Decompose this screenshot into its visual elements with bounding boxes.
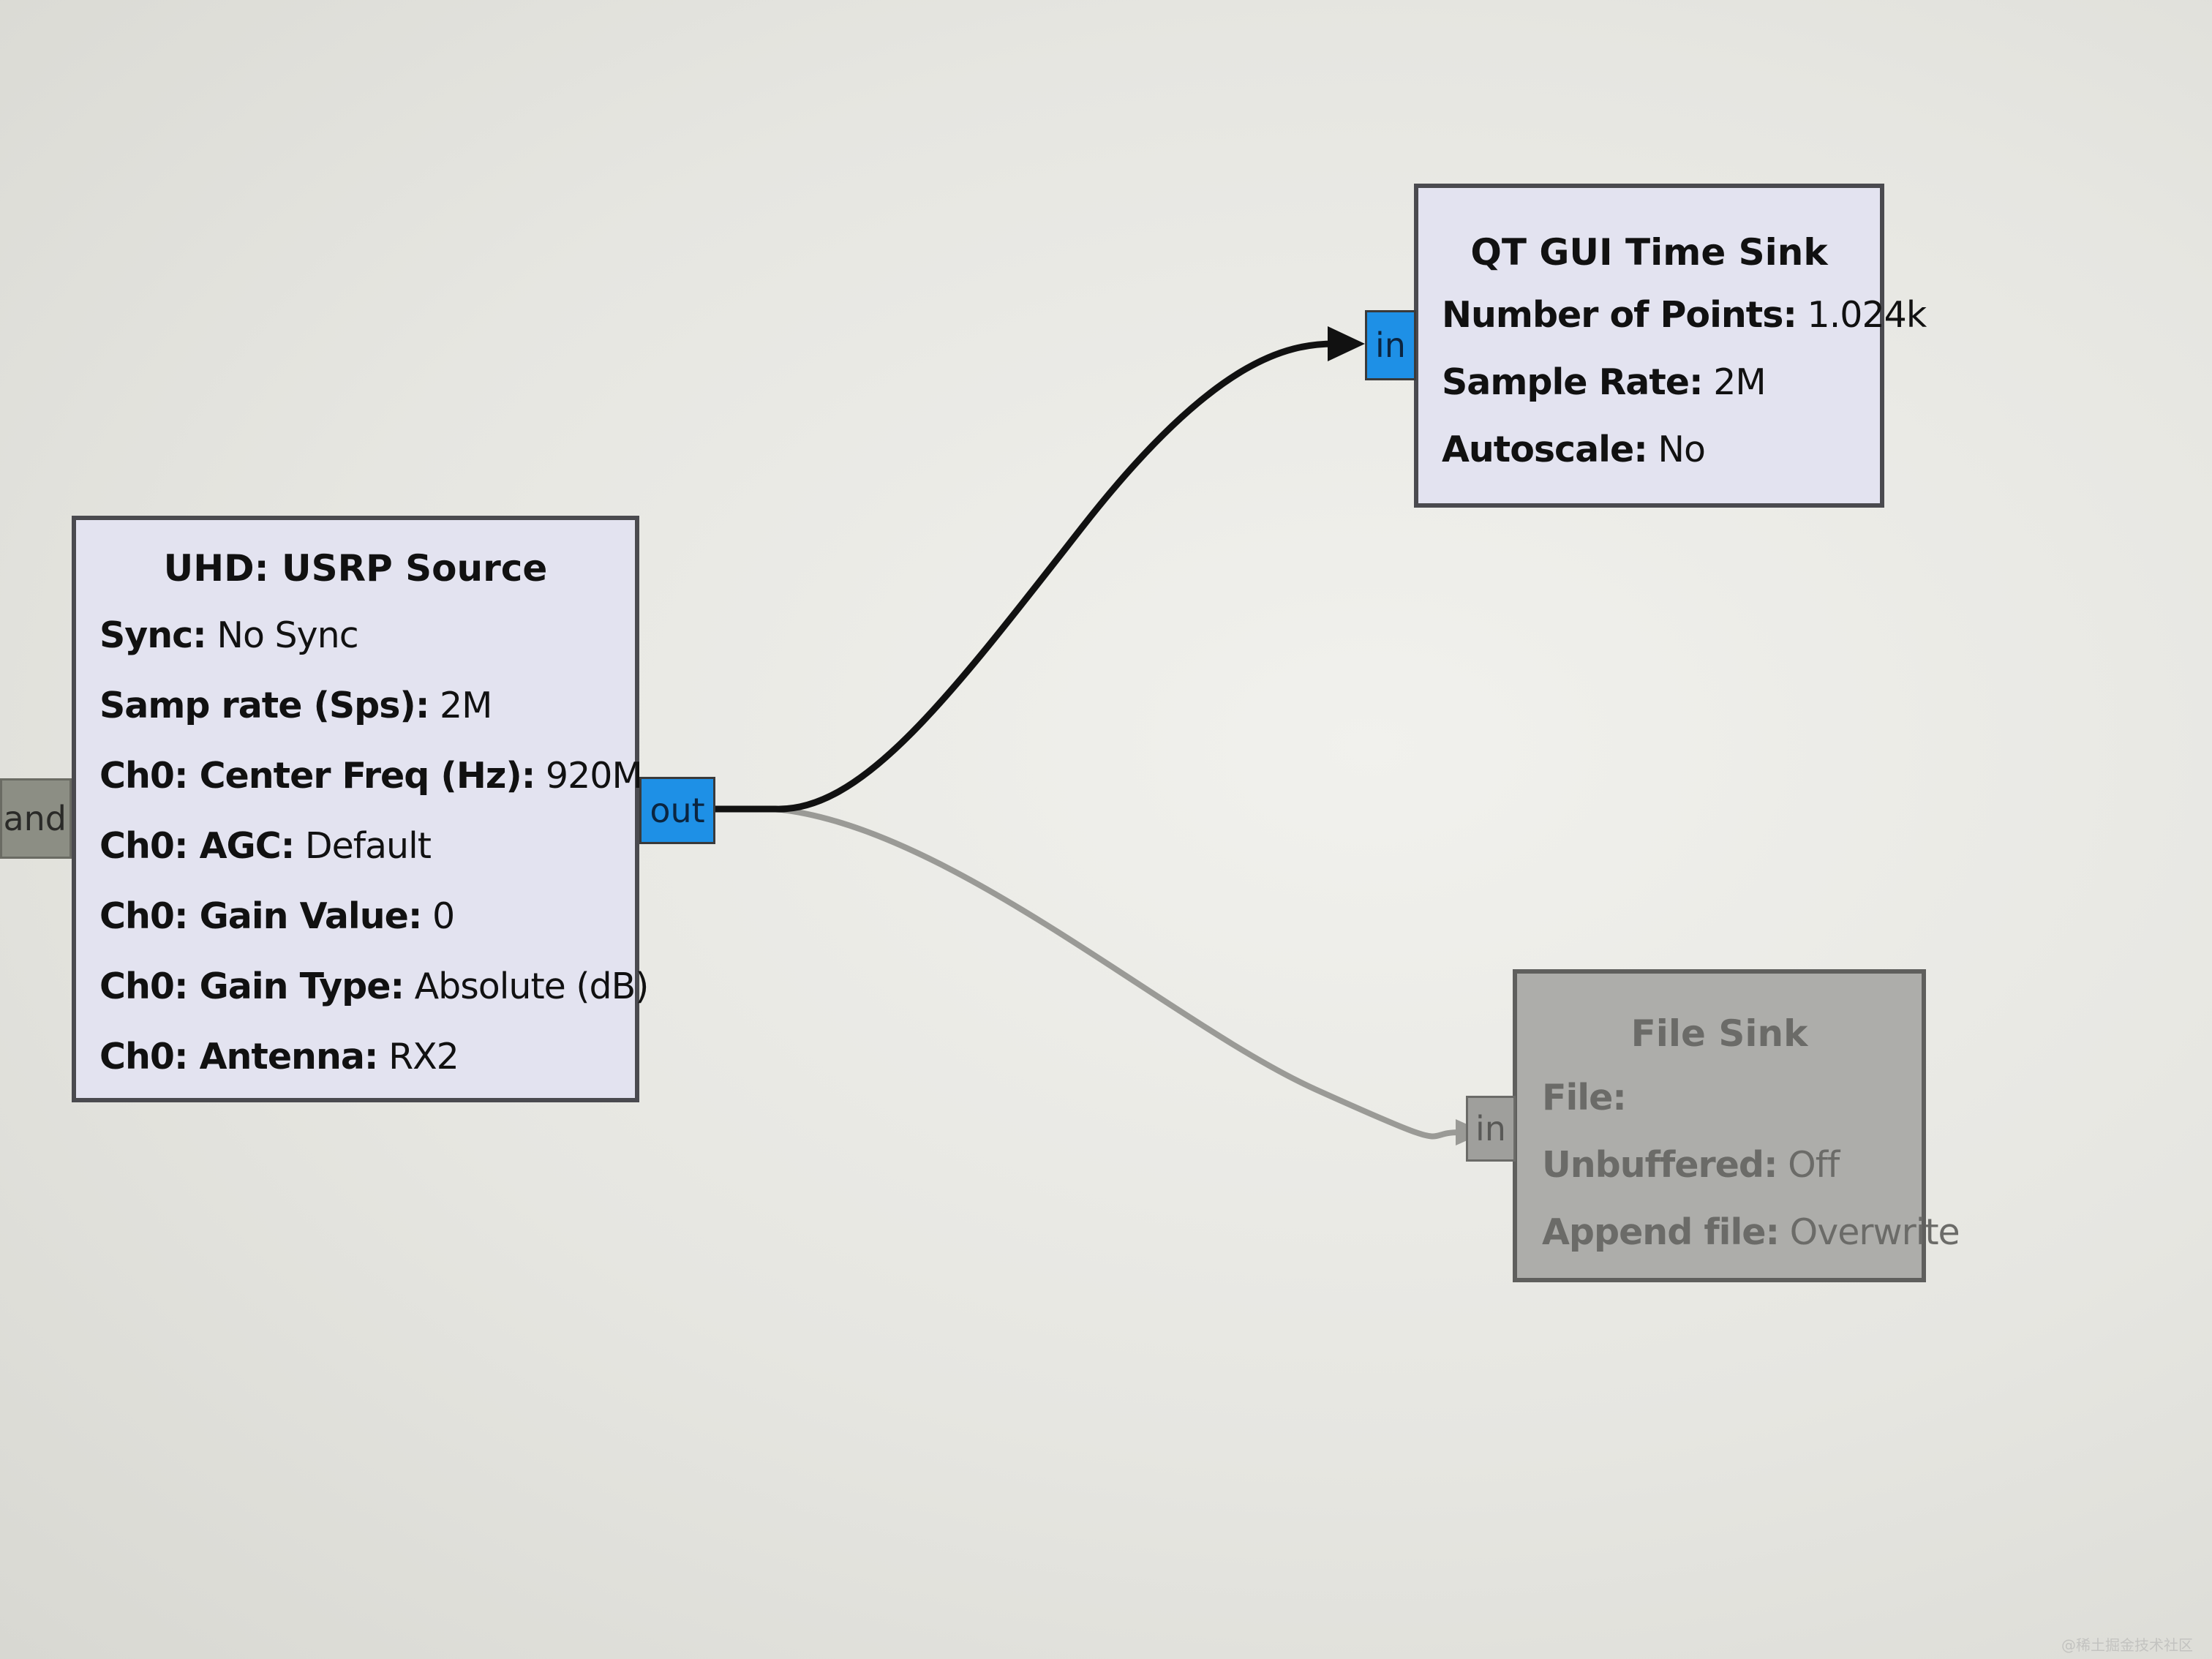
param-file: File:	[1542, 1077, 1627, 1118]
param-sync: Sync: No Sync	[99, 614, 359, 656]
param-gain-value: Ch0: Gain Value: 0	[99, 895, 455, 937]
param-gain-type: Ch0: Gain Type: Absolute (dB)	[99, 966, 649, 1007]
usrp-source-block[interactable]: UHD: USRP Source Sync: No Sync Samp rate…	[72, 516, 649, 1102]
offscreen-block-port[interactable]: and	[0, 778, 72, 859]
param-autoscale: Autoscale: No	[1442, 429, 1706, 470]
usrp-source-out-port[interactable]: out	[639, 777, 715, 844]
connection-timesink-arrowhead	[1328, 326, 1365, 361]
param-append-file: Append file: Overwrite	[1542, 1211, 1960, 1253]
param-number-of-points: Number of Points: 1.024k	[1442, 294, 1927, 336]
param-antenna: Ch0: Antenna: RX2	[99, 1036, 459, 1077]
qt-time-sink-in-port[interactable]: in	[1365, 310, 1416, 380]
param-sample-rate: Sample Rate: 2M	[1442, 361, 1767, 403]
param-center-freq: Ch0: Center Freq (Hz): 920M	[99, 755, 643, 797]
in-port-label: in	[1375, 326, 1406, 365]
watermark: @稀土掘金技术社区	[2061, 1636, 2193, 1654]
param-unbuffered: Unbuffered: Off	[1542, 1144, 1840, 1186]
in-port-label: in	[1475, 1109, 1506, 1148]
file-sink-block[interactable]: File Sink File: Unbuffered: Off Append f…	[1513, 969, 1960, 1282]
connection-usrp-to-filesink[interactable]	[775, 806, 1460, 1140]
qt-time-sink-block[interactable]: QT GUI Time Sink Number of Points: 1.024…	[1414, 184, 1927, 508]
out-port-label: out	[650, 791, 705, 830]
block-title: UHD: USRP Source	[163, 547, 548, 590]
file-sink-in-port[interactable]: in	[1466, 1096, 1516, 1162]
block-title: QT GUI Time Sink	[1470, 231, 1828, 274]
block-title: File Sink	[1630, 1012, 1808, 1055]
param-agc: Ch0: AGC: Default	[99, 825, 432, 867]
param-samp-rate: Samp rate (Sps): 2M	[99, 685, 492, 726]
connection-usrp-to-timesink[interactable]	[713, 340, 1336, 813]
offscreen-port-label: and	[3, 799, 67, 838]
